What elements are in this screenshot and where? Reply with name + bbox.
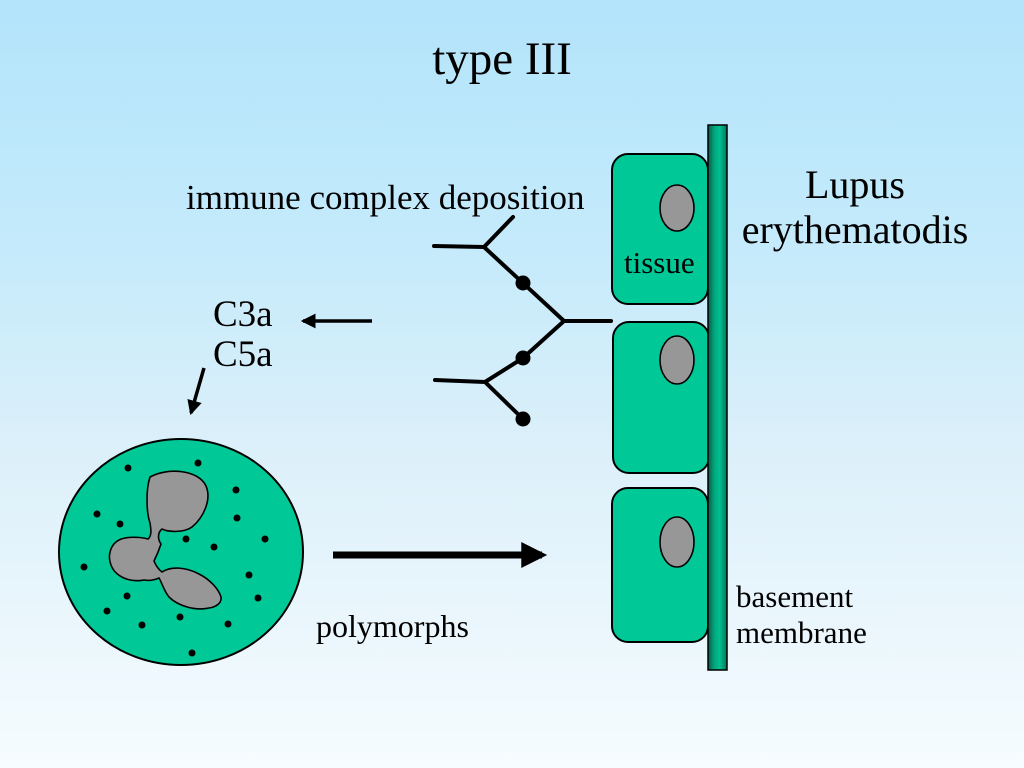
tissue-cell-2-nucleus xyxy=(659,335,695,385)
basement-line-2: membrane xyxy=(736,615,867,650)
tissue-cell-1-nucleus xyxy=(659,184,695,232)
arrow-c5a-to-polymorph xyxy=(187,367,206,416)
label-polymorphs: polymorphs xyxy=(316,608,469,644)
tissue-cell-3 xyxy=(611,487,709,643)
label-c5a: C5a xyxy=(213,334,273,375)
basement-membrane-bar xyxy=(707,124,728,671)
polymorph-cell-group xyxy=(58,438,304,666)
antigen-dot-1 xyxy=(515,275,531,291)
immune-complex-group xyxy=(432,215,613,427)
tissue-cell-1 xyxy=(611,153,709,305)
polymorph-nucleus xyxy=(108,470,222,610)
tissue-cell-2 xyxy=(612,321,710,474)
label-tissue: tissue xyxy=(624,245,695,280)
label-lupus-erythematodis: Lupus erythematodis xyxy=(705,162,1005,252)
lupus-line-1: Lupus xyxy=(805,162,905,207)
label-c3a: C3a xyxy=(213,294,273,335)
label-immune-complex-deposition: immune complex deposition xyxy=(186,178,585,217)
slide-title: type III xyxy=(432,33,572,85)
tissue-cells-group xyxy=(611,153,710,643)
label-basement-membrane: basement membrane xyxy=(736,579,867,651)
polymorph-cell-body xyxy=(58,438,304,666)
antigen-dot-2 xyxy=(515,350,531,366)
tissue-cell-3-nucleus xyxy=(659,516,695,568)
basement-line-1: basement xyxy=(736,579,854,614)
polymorph-granules xyxy=(80,459,269,657)
antigen-dot-3 xyxy=(515,411,531,427)
lupus-line-2: erythematodis xyxy=(741,207,969,252)
antibody-lines xyxy=(432,215,613,420)
